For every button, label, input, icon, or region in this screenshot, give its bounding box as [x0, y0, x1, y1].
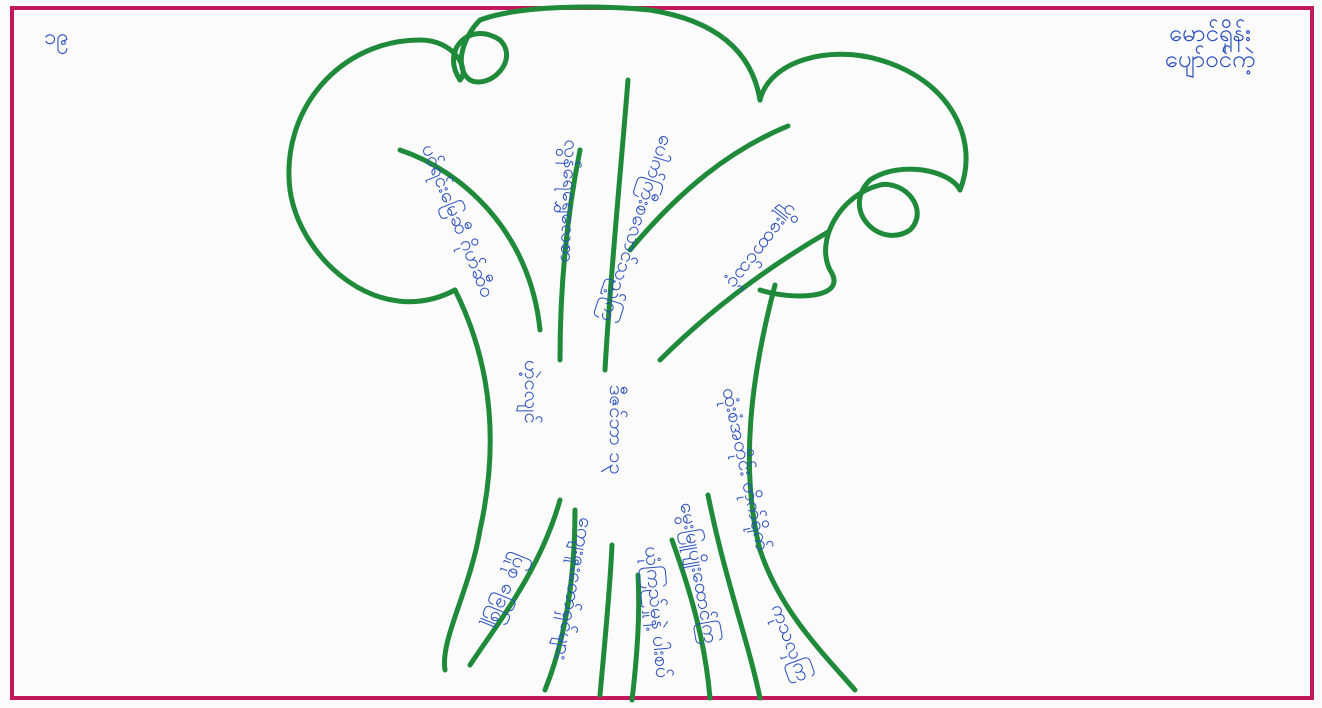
page-number: ၁၉ [44, 26, 69, 50]
author-name-line-2: ပျော်ဝင်ကဲ့ [1135, 46, 1285, 72]
author-name: မောင်ရှိန်း ပျော်ဝင်ကဲ့ [1135, 20, 1285, 73]
canopy-top-loop [454, 7, 760, 100]
branch-label-2: လွန်ရေရွှေလေစာ [551, 139, 585, 263]
trunk-right-edge [749, 285, 855, 690]
author-name-line-1: မောင်ရှိန်း [1135, 20, 1285, 46]
root-line-4 [632, 575, 639, 700]
trunk-label-center: ဒီဇင်ဘာ ၁၃ [600, 385, 630, 475]
canopy-right-upper [760, 54, 966, 190]
root-line-3 [600, 545, 612, 695]
trunk-label-left: ဟဲ့ငလျင် [515, 360, 545, 424]
